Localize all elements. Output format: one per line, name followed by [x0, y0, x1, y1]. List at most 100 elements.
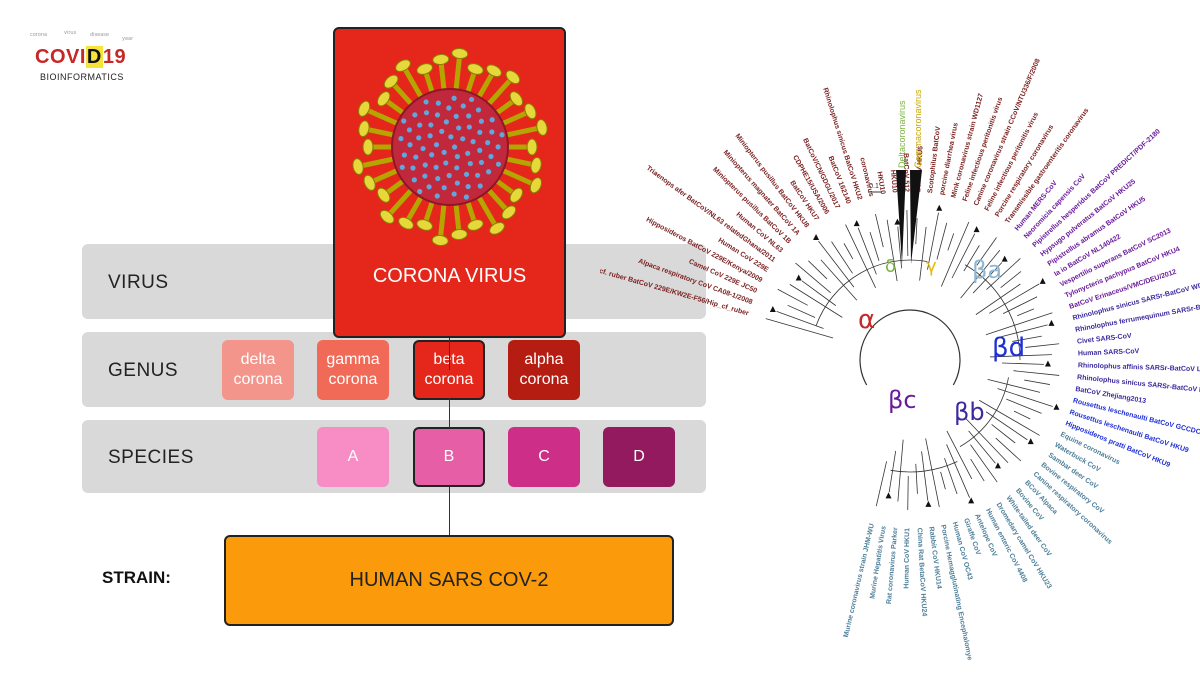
tree-branch	[831, 241, 853, 274]
species-c-box[interactable]: C	[508, 427, 580, 487]
tree-branch	[857, 227, 877, 275]
virus-surface-protein	[439, 128, 445, 134]
tree-branch	[963, 245, 980, 272]
scale-bar-label: 0.1	[869, 183, 879, 190]
virus-surface-protein	[401, 152, 407, 158]
virus-surface-protein	[454, 165, 460, 171]
virus-spike-head	[505, 70, 521, 85]
virus-surface-protein	[489, 129, 495, 135]
virus-spike-head	[451, 47, 469, 60]
virus-surface-protein	[477, 183, 483, 189]
corona-virus-card[interactable]: CORONA VIRUS	[333, 27, 566, 338]
tree-branch	[801, 280, 837, 306]
clade-symbol: δ	[885, 256, 896, 277]
virus-surface-protein	[460, 136, 466, 142]
strain-box[interactable]: HUMAN SARS COV-2	[224, 535, 674, 626]
tree-branch	[999, 324, 1048, 338]
tree-branch	[897, 226, 903, 269]
virus-spike-head	[358, 100, 371, 117]
tree-branch	[915, 218, 918, 245]
tree-leaf-label: Murine coronavirus strain JHM-WU	[843, 523, 876, 638]
tree-branch	[987, 378, 1041, 393]
tree-branch	[820, 259, 858, 301]
virus-surface-protein	[428, 122, 434, 128]
tree-branch	[1025, 343, 1060, 348]
virus-spike-head	[416, 219, 433, 231]
virus-spike-head	[398, 216, 414, 230]
virus-surface-protein	[485, 140, 491, 146]
virus-surface-protein	[466, 124, 472, 130]
virus-spike-head	[509, 187, 524, 203]
tree-leaf-label: Scotophilus BatCoV	[927, 126, 942, 194]
virus-surface-protein	[451, 95, 457, 101]
species-d-box[interactable]: D	[603, 427, 675, 487]
tree-branch	[875, 213, 884, 248]
tree-branch	[919, 226, 927, 281]
virus-surface-protein	[448, 134, 454, 140]
tree-branch	[972, 262, 1003, 294]
species-a-box[interactable]: A	[317, 427, 389, 487]
tree-branch	[875, 461, 887, 507]
tree-branch	[927, 212, 939, 270]
virus-surface-protein	[411, 177, 417, 183]
virus-spike-head	[509, 91, 524, 107]
tree-collapsed-marker	[1027, 438, 1034, 445]
virus-spike-head	[416, 63, 433, 75]
tree-collapsed-marker	[994, 462, 1001, 469]
virus-surface-protein	[460, 103, 466, 109]
virus-surface-protein	[420, 145, 426, 152]
clade-symbol: βb	[954, 398, 985, 426]
virus-surface-protein	[474, 172, 481, 178]
species-row: SPECIES A B C D	[82, 420, 706, 493]
virus-surface-protein	[443, 160, 449, 166]
tree-subclade-arc	[959, 377, 1009, 447]
tree-branch	[944, 457, 958, 495]
virus-surface-protein	[422, 162, 428, 168]
deltacoronavirus-collapsed-clade	[896, 170, 906, 264]
tree-leaf-label: China Rat BetaCoV HKU24	[915, 528, 927, 617]
tree-collapsed-marker	[1048, 319, 1055, 326]
tree-branch	[1013, 410, 1031, 420]
scale-bar: 0.1	[868, 183, 882, 193]
logo-word: corona	[30, 32, 48, 38]
virus-spike-head	[363, 174, 376, 191]
virus-surface-protein	[427, 133, 433, 139]
tree-branch	[795, 262, 831, 294]
tree-branch	[765, 318, 834, 339]
tree-collapsed-marker	[813, 233, 820, 240]
virus-surface-protein	[401, 118, 407, 124]
virus-spike-head	[352, 158, 364, 175]
tree-collapsed-marker	[1039, 277, 1046, 284]
species-b-box[interactable]: B	[413, 427, 485, 487]
virus-surface-protein	[417, 122, 423, 128]
tree-subclade-arc	[890, 461, 958, 473]
virus-surface-protein	[441, 185, 447, 191]
tree-collapsed-marker	[853, 220, 860, 227]
strain-label: STRAIN:	[102, 568, 171, 587]
logo-word: year	[122, 36, 134, 42]
virus-surface-protein	[423, 99, 429, 105]
virus-surface-protein	[433, 142, 440, 148]
tree-collapsed-marker	[1044, 360, 1051, 367]
virus-surface-protein	[495, 144, 501, 150]
tree-branch	[777, 288, 808, 306]
virus-spike-head	[530, 156, 542, 174]
tree-branch	[1024, 379, 1050, 385]
virus-surface-protein	[463, 194, 469, 200]
covid19-bioinformatics-logo: corona virus disease year COVID19 BIOINF…	[18, 30, 148, 90]
virus-spike-head	[526, 138, 538, 156]
virus-spike-head	[524, 103, 537, 120]
tree-collapsed-marker	[973, 226, 980, 233]
tree-branch	[936, 222, 948, 260]
virus-surface-protein	[470, 139, 476, 145]
clade-symbol: α	[858, 305, 875, 335]
tree-collapsed-marker	[894, 218, 901, 225]
tree-branch	[789, 284, 843, 318]
tree-branch	[946, 430, 973, 480]
virus-row-label: VIRUS	[108, 272, 169, 293]
tree-branch	[907, 475, 909, 510]
tree-collapsed-marker	[925, 500, 932, 507]
